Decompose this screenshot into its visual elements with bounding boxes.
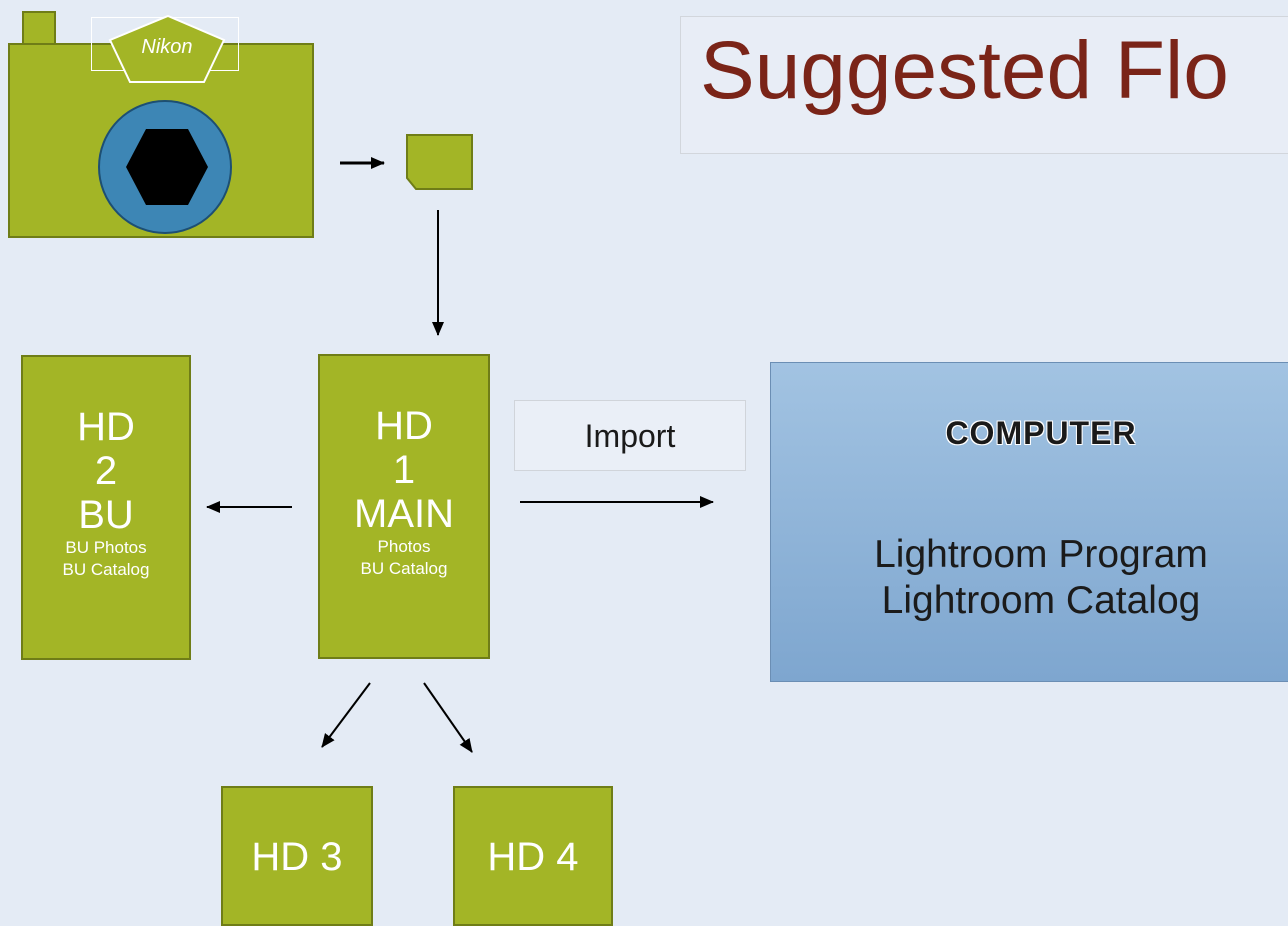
computer-box: COMPUTER Lightroom Program Lightroom Cat… (770, 362, 1288, 682)
title-box (680, 16, 1288, 154)
hd2-line-2: 2 (94, 449, 118, 493)
hd2-line-1: HD (77, 405, 135, 449)
lens-aperture-icon (126, 129, 208, 205)
camera-brand-label: Nikon (141, 36, 192, 58)
hd1-line-2: 1 (392, 448, 416, 492)
hd3-label: HD 3 (251, 835, 343, 879)
hd1-detail-2: BU Catalog (360, 559, 448, 578)
hd3-drive: HD 3 (221, 786, 373, 926)
hd4-drive: HD 4 (453, 786, 613, 926)
memory-card-icon (406, 134, 473, 190)
hd1-detail-1: Photos (377, 537, 431, 556)
hd1-line-3: MAIN (354, 492, 454, 536)
hd2-detail-2: BU Catalog (62, 560, 150, 579)
hd2-line-3: BU (78, 493, 134, 537)
import-label: Import (584, 418, 676, 454)
computer-line-catalog: Lightroom Catalog (881, 579, 1201, 622)
arrow-hd1-to-hd4 (423, 682, 473, 753)
import-label-box: Import (514, 400, 746, 471)
hd1-main-drive: HD 1 MAIN Photos BU Catalog (318, 354, 490, 659)
camera-prism-icon: Nikon (108, 14, 226, 83)
arrow-hd1-to-hd3 (321, 682, 371, 748)
hd2-backup-drive: HD 2 BU BU Photos BU Catalog (21, 355, 191, 660)
hd1-line-1: HD (375, 404, 433, 448)
computer-line-program: Lightroom Program (874, 533, 1208, 576)
slide-title: Suggested Flo (700, 25, 1229, 116)
hd4-label: HD 4 (487, 835, 579, 879)
computer-title: COMPUTER (945, 415, 1137, 451)
hd2-detail-1: BU Photos (65, 538, 147, 557)
camera-shutter-button (22, 11, 56, 45)
